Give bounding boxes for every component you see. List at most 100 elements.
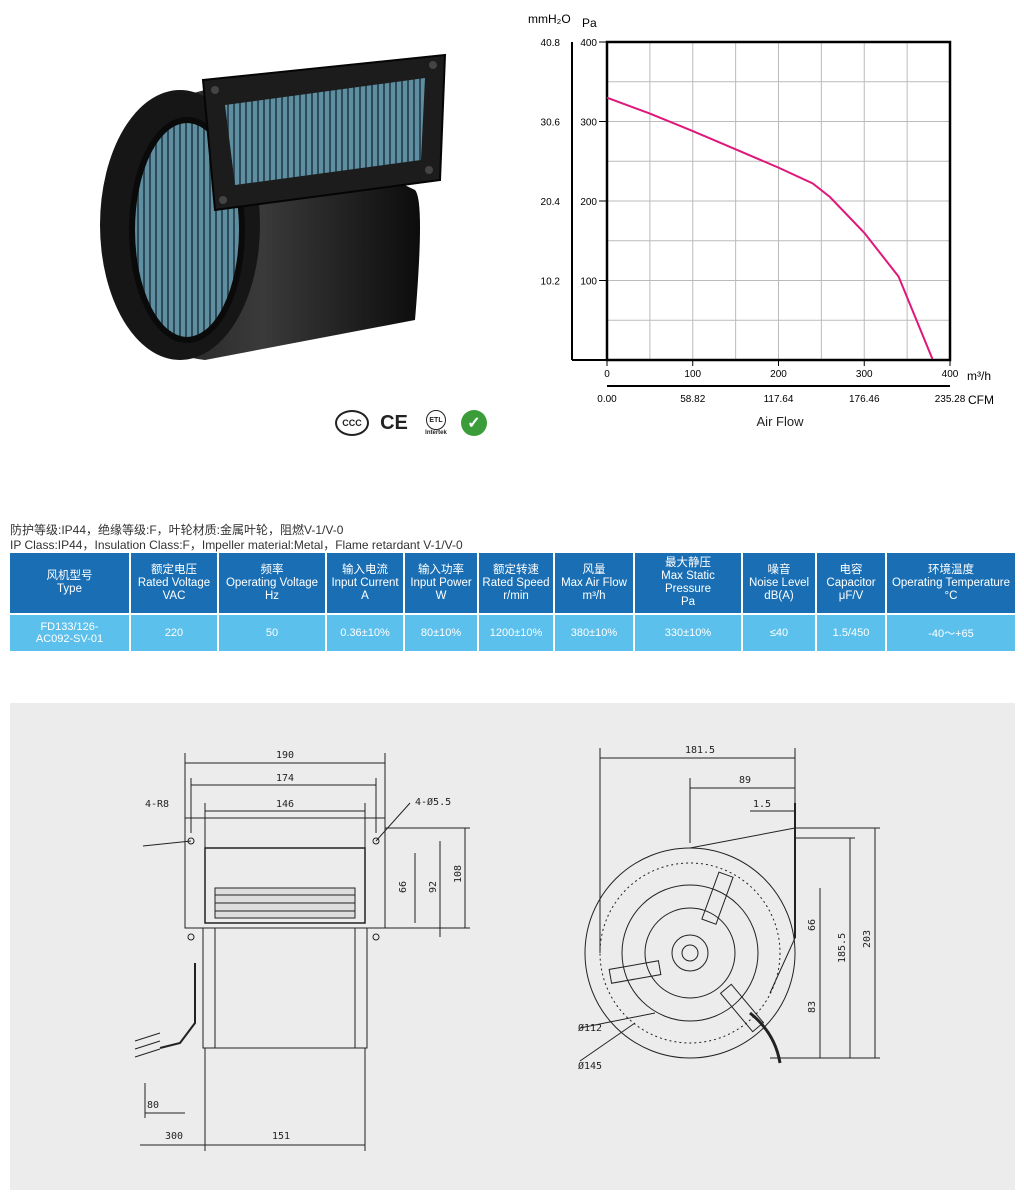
header-cn: 环境温度 [928,563,974,576]
header-unit: m³/h [582,589,606,602]
y-tick-mmh2o: 30.6 [541,118,561,129]
y-tick-pa: 300 [580,118,597,129]
etl-icon: ETL Intertek [419,406,453,440]
chart-grid [607,42,950,360]
header-en: Max Air Flow [561,576,627,589]
header-cn: 输入电流 [342,563,388,576]
dim-front-108: 108 [453,865,464,883]
dim-side-d112: Ø112 [578,1022,602,1034]
fan-product-photo [100,53,447,360]
header-en: Type [57,583,82,595]
header-cn: 最大静压 [665,557,711,569]
dim-front-hole: 4-Ø5.5 [415,796,451,808]
y-tick-mmh2o: 20.4 [541,197,561,208]
y-tick-pa: 100 [580,277,597,288]
spec-line-cn: 防护等级:IP44，绝缘等级:F，叶轮材质:金属叶轮，阻燃V-1/V-0 [10,523,344,537]
header-cn: 额定转速 [493,563,539,576]
header-unit: dB(A) [764,589,794,602]
dim-side-181: 181.5 [685,745,715,756]
table-cell-4: 80±10% [404,613,479,651]
y-tick-mmh2o: 10.2 [541,277,561,288]
x-tick-cfm: 58.82 [680,394,705,405]
header-unit: Hz [264,589,280,602]
header-en: Max Static Pressure [661,570,715,595]
header-cn: 额定电压 [151,563,197,576]
dim-front-92: 92 [428,881,439,893]
x-tick-m3h: 0 [604,369,610,380]
header-en: Operating Voltage [225,576,319,589]
dim-side-89: 89 [739,775,751,786]
x-tick-m3h: 400 [942,369,959,380]
header-cn: 频率 [260,563,284,576]
dimension-drawing: 190 174 146 4-R8 4-Ø5.5 66 92 108 80 300… [134,745,880,1151]
dim-front-80: 80 [147,1100,159,1111]
header-en: Operating Temperature [891,576,1011,589]
dim-side-185: 185.5 [837,933,848,963]
dim-front-146: 146 [276,799,294,810]
header-en: Input Current [331,576,399,589]
y-tick-pa: 400 [580,38,597,49]
header-cn: 噪音 [767,563,791,576]
x-tick-cfm: 235.28 [935,394,966,405]
dim-front-66: 66 [398,881,409,893]
header-unit: Pa [680,596,696,608]
table-cell-8: ≤40 [742,613,817,651]
header-en: Rated Speed [482,576,550,589]
header-en: Input Power [410,576,472,589]
x-unit-cfm: CFM [968,393,994,407]
header-en: Capacitor [826,576,876,589]
x-tick-cfm: 0.00 [597,394,617,405]
y-tick-pa: 200 [580,197,597,208]
header-cn: 风量 [582,563,606,576]
dim-side-66: 66 [807,919,818,931]
pressure-flow-curve [606,96,934,361]
table-cell-10: -40～+65 [886,613,1015,651]
table-cell-0: FD133/126- AC092-SV-01 [10,613,131,651]
header-unit: r/min [503,589,529,602]
header-cn: 输入功率 [418,563,464,576]
dim-side-203: 203 [862,930,873,948]
rohs-icon: ✓ [461,410,487,436]
y-unit-pa: Pa [582,16,597,30]
x-unit-m3h: m³/h [967,369,991,383]
table-cell-7: 330±10% [634,613,743,651]
dim-front-r8: 4-R8 [145,799,169,810]
dim-side-83: 83 [807,1001,818,1013]
x-axis-label: Air Flow [757,414,805,429]
table-cell-5: 1200±10% [478,613,555,651]
y-ticks-mmh2o: 10.220.430.640.8 [541,38,561,288]
table-cell-1: 220 [130,613,219,651]
ccc-icon: CCC [335,410,369,436]
x-tick-m3h: 300 [856,369,873,380]
header-unit: A [361,589,369,602]
x-tick-cfm: 117.64 [764,394,794,405]
dim-side-1-5: 1.5 [753,799,771,810]
header-unit: W [435,589,447,602]
spec-line-en: IP Class:IP44，Insulation Class:F，Impelle… [10,538,463,552]
y-ticks-pa: 100 200 300 400 [580,38,607,288]
dim-front-151: 151 [272,1131,290,1142]
header-cn: 电容 [839,563,863,576]
header-cn: 风机型号 [46,570,93,582]
x-tick-m3h: 200 [770,369,787,380]
header-en: Noise Level [748,576,810,589]
dim-front-300: 300 [165,1131,183,1142]
table-cell-2: 50 [218,613,327,651]
table-cell-9: 1.5/450 [816,613,887,651]
